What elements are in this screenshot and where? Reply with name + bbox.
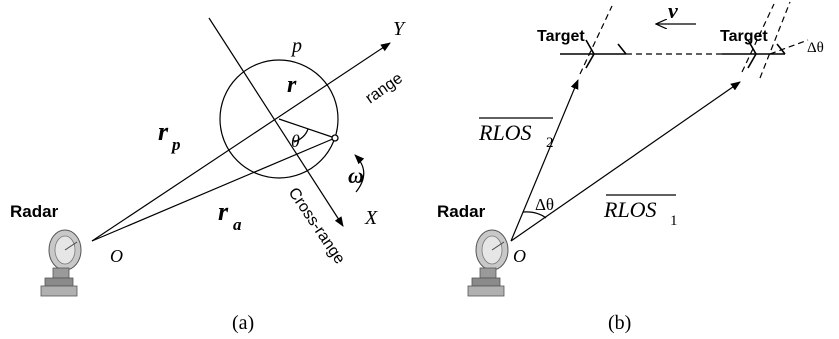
radar-label-b: Radar (437, 202, 486, 221)
svg-text:r: r (218, 197, 229, 226)
svg-text:1: 1 (670, 213, 678, 229)
delta-theta-small-label: Δθ (807, 40, 824, 56)
rlos1-line (510, 81, 741, 242)
rp-label: r p (158, 117, 181, 154)
radar-label: Radar (10, 202, 59, 221)
v-label: v (668, 0, 678, 23)
omega-arrow (354, 154, 365, 193)
svg-text:2: 2 (546, 135, 554, 151)
svg-text:a: a (233, 215, 242, 234)
delta-theta-label: Δθ (535, 195, 554, 214)
radar-icon-b (467, 229, 509, 297)
target-left-label: Target (537, 28, 585, 45)
point-label: p (290, 35, 302, 57)
panel-b: Radar v Target Targ (437, 0, 824, 334)
caption-a: (a) (232, 312, 254, 334)
ra-label: r a (218, 197, 242, 234)
cross-range-label: Cross-range (285, 185, 348, 268)
panel-a: Radar p r Y range θ ω Cross-range X r p … (10, 17, 406, 334)
rlos2-line (510, 79, 579, 242)
radar-icon (40, 229, 82, 297)
svg-text:p: p (170, 135, 181, 154)
origin-label-a: O (110, 246, 123, 266)
y-axis-range-line (91, 42, 391, 242)
x-axis-cross-range-line (208, 17, 344, 227)
svg-text:RLOS: RLOS (478, 120, 532, 145)
theta-arc (293, 128, 309, 143)
r-label: r (287, 72, 297, 98)
y-axis-label: Y (393, 18, 406, 40)
target-right-shape (722, 1, 809, 79)
ra-line (91, 137, 336, 242)
origin-label-b: O (513, 246, 526, 266)
range-label: range (363, 70, 406, 107)
svg-text:RLOS: RLOS (603, 197, 657, 222)
rlos2-label: RLOS 2 (478, 117, 554, 151)
target-circle (219, 59, 339, 179)
r-line (278, 118, 336, 139)
x-axis-label: X (364, 207, 378, 229)
svg-text:r: r (158, 117, 169, 146)
scatter-point (331, 134, 339, 142)
omega-label: ω (348, 163, 364, 188)
theta-label: θ (291, 131, 300, 151)
target-right-label: Target (720, 28, 768, 45)
delta-theta-arc (522, 211, 547, 219)
target-left-shape (560, 5, 627, 75)
rlos1-label: RLOS 1 (603, 194, 678, 229)
caption-b: (b) (608, 312, 631, 334)
